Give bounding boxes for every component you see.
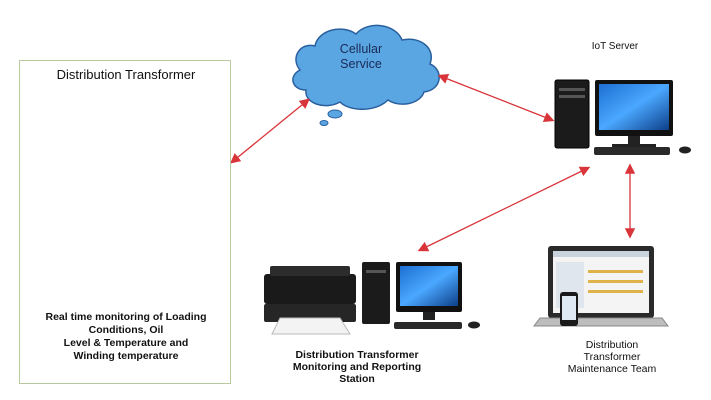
cloud-label-line-1: Cellular (339, 42, 383, 56)
arrow-server-station (417, 166, 591, 252)
maintenance-label: Distribution Transformer Maintenance Tea… (552, 339, 672, 375)
transformer-caption: Real time monitoring of Loading Conditio… (26, 311, 226, 364)
caption-line-2: Conditions, Oil (88, 324, 164, 337)
iot-server-computer (554, 79, 691, 155)
cloud-label: Cellular Service (316, 42, 406, 72)
iot-server-label: IoT Server (591, 41, 639, 52)
caption-line-4: Winding temperature (73, 350, 179, 363)
station-label-line-3: Station (339, 373, 375, 386)
cloud-label-line-2: Service (340, 57, 382, 71)
station-label-line-1: Distribution Transformer (295, 349, 419, 361)
station-equipment (264, 262, 480, 335)
station-label: Distribution Transformer Monitoring and … (277, 349, 437, 385)
arrow-cloud-server (437, 74, 555, 122)
maintenance-label-line-1: Distribution (585, 339, 639, 351)
maintenance-devices (533, 246, 669, 327)
maintenance-label-line-2: Transformer (583, 351, 641, 364)
caption-line-1: Real time monitoring of Loading (45, 311, 207, 323)
transformer-panel: Distribution Transformer Real time monit… (19, 60, 231, 384)
cellular-cloud-shape (292, 24, 440, 126)
maintenance-label-line-3: Maintenance Team (567, 363, 657, 376)
transformer-title: Distribution Transformer (56, 67, 196, 82)
arrow-transformer-cloud (229, 98, 311, 164)
caption-line-3: Level & Temperature and (63, 337, 189, 350)
connection-arrows (229, 74, 636, 252)
station-label-line-2: Monitoring and Reporting (292, 361, 422, 374)
